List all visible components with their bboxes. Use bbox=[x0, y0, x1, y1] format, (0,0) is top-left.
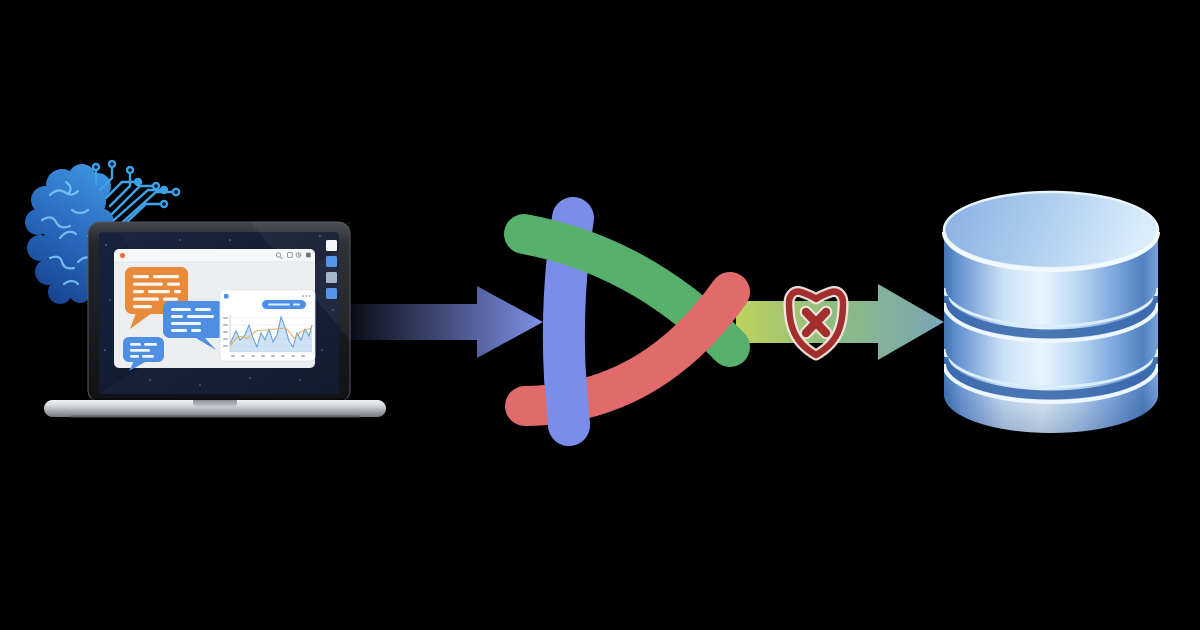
chat-bubble-small bbox=[123, 337, 164, 371]
hinge-shadow bbox=[88, 398, 350, 401]
analytics-card bbox=[219, 289, 316, 362]
card-logo-dot bbox=[224, 294, 229, 299]
screen-gloss bbox=[250, 222, 350, 340]
bubble-text-lines bbox=[130, 343, 157, 358]
menu-square-icon[interactable] bbox=[306, 252, 311, 258]
database-grooves bbox=[944, 287, 1158, 405]
y-axis-tick-labels bbox=[223, 317, 228, 347]
shield-outline bbox=[785, 288, 847, 359]
laptop bbox=[44, 221, 386, 418]
bubble-text-lines bbox=[171, 308, 214, 332]
button-text-lines bbox=[268, 303, 300, 306]
request-arrow-shape bbox=[345, 286, 543, 358]
sidebar-square[interactable] bbox=[326, 272, 337, 283]
laptop-camera bbox=[217, 225, 221, 229]
logo-blue-overlap bbox=[544, 352, 590, 446]
base-notch bbox=[193, 400, 237, 407]
database-top bbox=[944, 192, 1158, 268]
chart-orange-line bbox=[229, 327, 313, 347]
more-dots-icon[interactable] bbox=[302, 295, 311, 297]
base-bottom-shadow bbox=[70, 415, 360, 418]
chart-blue-line bbox=[229, 315, 313, 349]
request-arrow bbox=[345, 286, 543, 358]
x-mark bbox=[801, 307, 831, 338]
clock-icon[interactable] bbox=[295, 252, 302, 258]
database-top-rim-bright bbox=[942, 231, 1160, 273]
wallpaper-stars bbox=[104, 235, 334, 386]
bubble-tail bbox=[196, 338, 216, 350]
sidebar-square[interactable] bbox=[326, 240, 337, 251]
search-icon[interactable] bbox=[275, 252, 283, 260]
sidebar-square[interactable] bbox=[326, 288, 337, 299]
bubble-tail bbox=[130, 313, 152, 329]
grid-icon[interactable] bbox=[287, 252, 293, 258]
bubble-text-lines bbox=[133, 275, 181, 309]
circuit-traces bbox=[91, 159, 181, 238]
chart-blue-area bbox=[230, 317, 312, 352]
window-header bbox=[114, 249, 315, 262]
integration-logo bbox=[504, 197, 750, 446]
x-axis-tick-labels bbox=[231, 355, 305, 357]
database-icon bbox=[942, 190, 1160, 433]
laptop-base bbox=[44, 400, 386, 417]
sidebar-square[interactable] bbox=[326, 256, 337, 267]
bubble-body bbox=[163, 301, 224, 338]
desktop-sidebar-squares[interactable] bbox=[326, 240, 337, 299]
app-window bbox=[114, 240, 337, 371]
chat-bubble-blue bbox=[163, 301, 224, 350]
header-toolbar-icons[interactable] bbox=[275, 252, 311, 260]
shield-x-icon bbox=[783, 286, 849, 361]
window-dot[interactable] bbox=[119, 252, 126, 259]
chart-gridlines bbox=[230, 317, 312, 353]
bubble-tail bbox=[129, 361, 147, 371]
